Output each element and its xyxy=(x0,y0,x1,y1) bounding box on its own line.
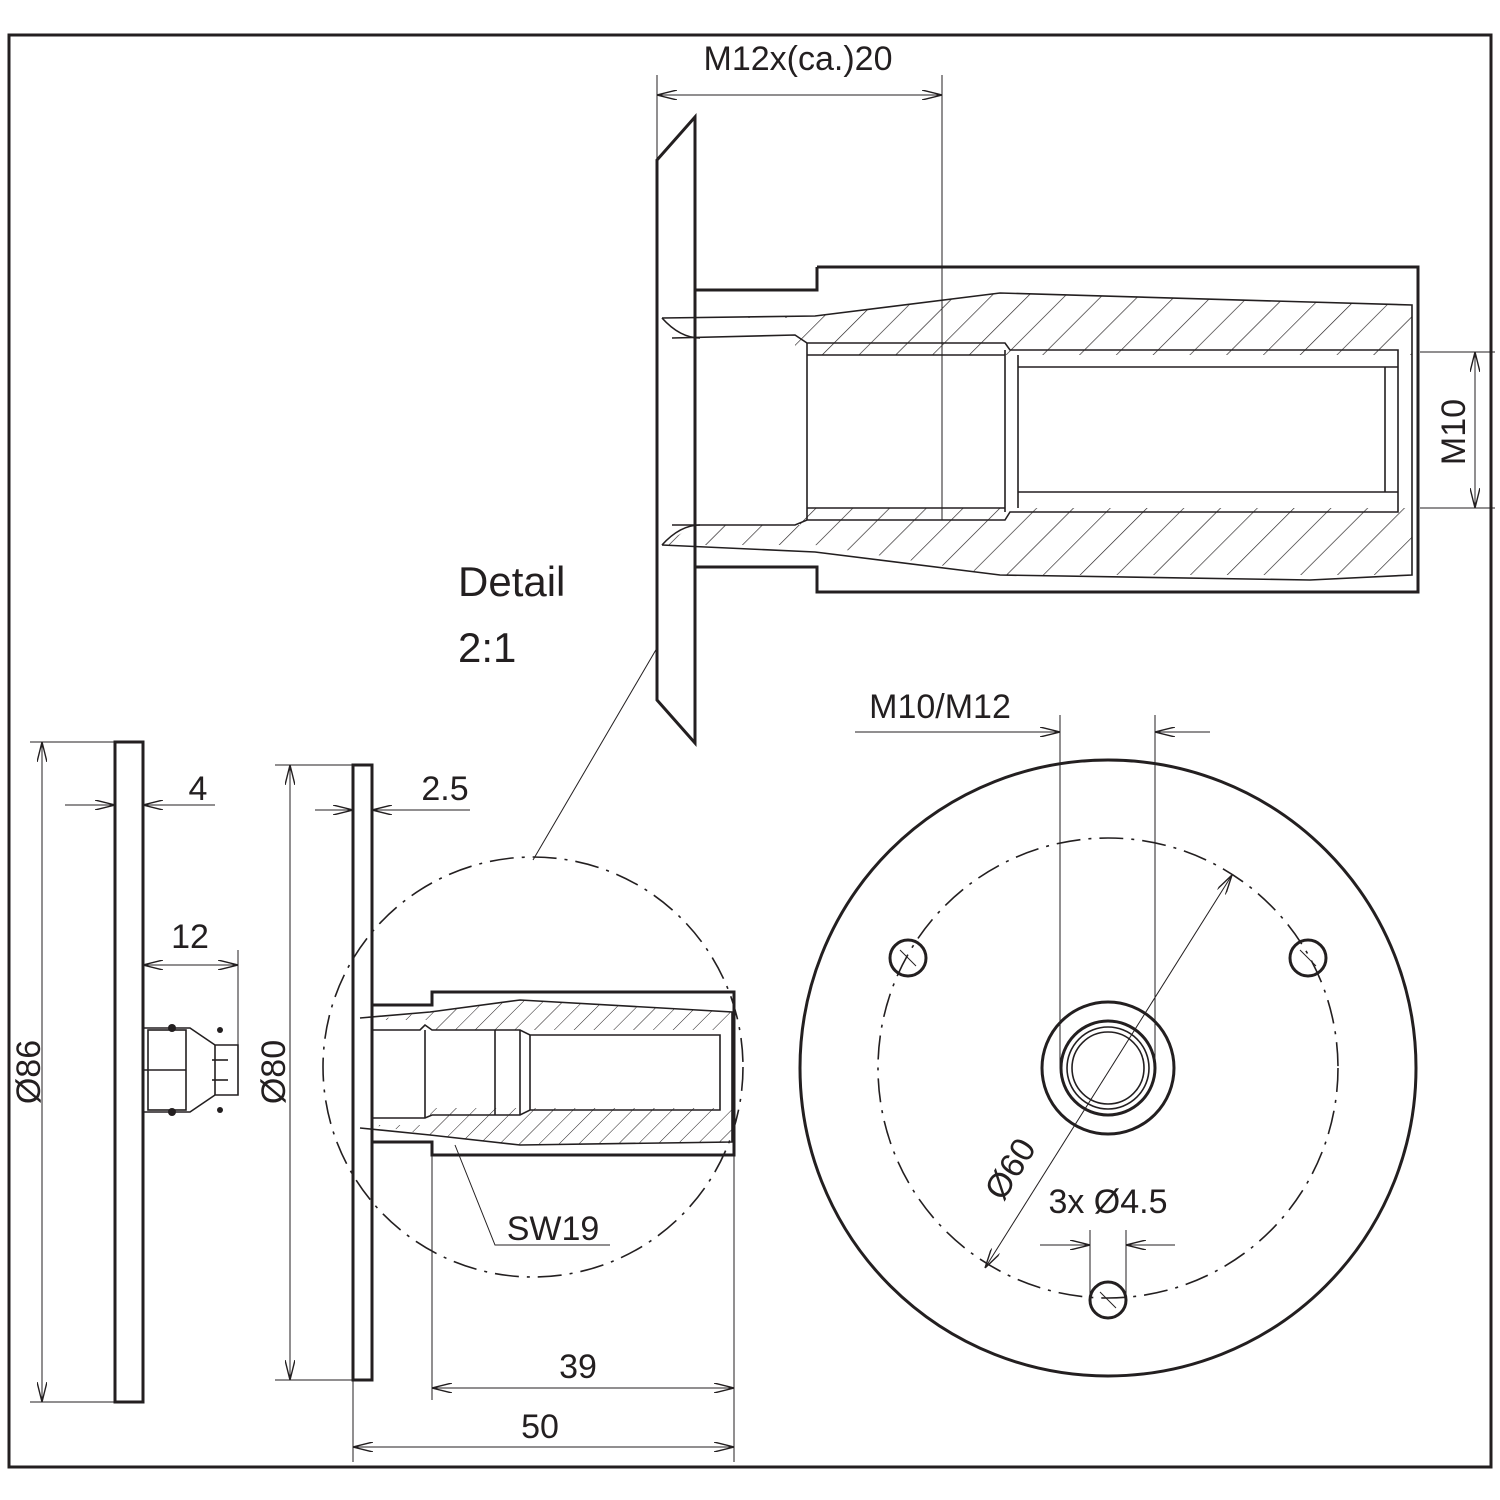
bolt-hole xyxy=(1288,938,1328,978)
detail-view: M12x(ca.)20 M10 xyxy=(655,40,1495,747)
holes-label: 3x Ø4.5 xyxy=(1048,1183,1167,1221)
drawing-frame xyxy=(7,33,1493,1469)
plate-diameter-label: Ø86 xyxy=(10,1040,48,1104)
plate-thickness-label: 4 xyxy=(189,770,208,808)
inner-thread-label: M10 xyxy=(1435,399,1473,465)
thread-depth-label: M12x(ca.)20 xyxy=(704,40,893,78)
detail-label: Detail xyxy=(458,558,565,605)
overall-length-label: 50 xyxy=(521,1408,559,1446)
thread-options-label: M10/M12 xyxy=(869,688,1011,726)
detail-scale: 2:1 xyxy=(458,624,516,671)
section-view: Ø80 2.5 SW19 39 50 xyxy=(255,763,744,1462)
bolt-hole xyxy=(888,938,928,978)
wrench-size-label: SW19 xyxy=(507,1210,600,1248)
body-length-label: 39 xyxy=(559,1348,597,1386)
bolt-circle-label: Ø60 xyxy=(978,1132,1044,1207)
plate-side-view: Ø86 4 12 xyxy=(10,740,239,1404)
adapter-length-label: 12 xyxy=(171,918,209,956)
front-view: M10/M12 Ø60 3x Ø4.5 xyxy=(798,688,1418,1378)
flange-thickness-label: 2.5 xyxy=(421,770,468,808)
flange-diameter-label: Ø80 xyxy=(255,1040,293,1104)
